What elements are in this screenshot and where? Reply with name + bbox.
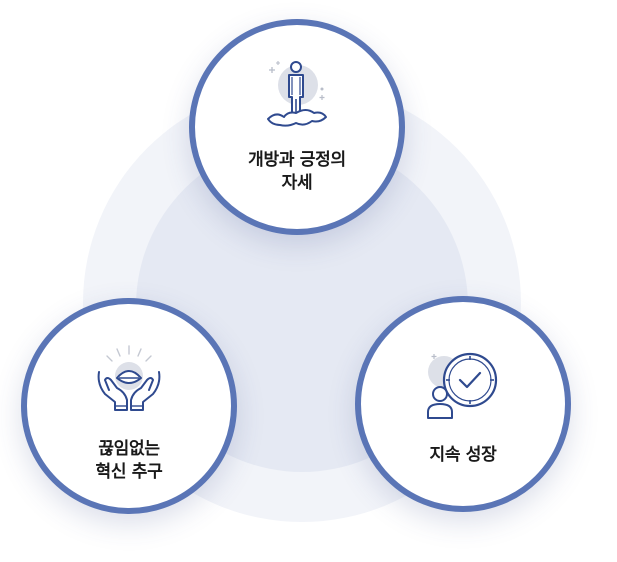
value-label-line: 개방과 긍정의 xyxy=(248,150,346,170)
value-label-openness: 개방과 긍정의 자세 xyxy=(195,149,399,195)
value-label-line: 자세 xyxy=(281,173,313,193)
person-clock-icon xyxy=(424,350,502,424)
value-label-line: 혁신 추구 xyxy=(95,462,163,482)
value-label-innovation: 끊임없는 혁신 추구 xyxy=(27,438,231,484)
value-label-line: 지속 성장 xyxy=(429,445,497,465)
person-standing-icon xyxy=(264,59,330,135)
hands-holding-leaf-icon xyxy=(93,342,165,418)
value-label-line: 끊임없는 xyxy=(98,439,160,459)
value-node-growth: 지속 성장 xyxy=(355,296,571,512)
value-node-innovation: 끊임없는 혁신 추구 xyxy=(21,298,237,514)
value-node-openness: 개방과 긍정의 자세 xyxy=(189,19,405,235)
value-label-growth: 지속 성장 xyxy=(361,444,565,467)
